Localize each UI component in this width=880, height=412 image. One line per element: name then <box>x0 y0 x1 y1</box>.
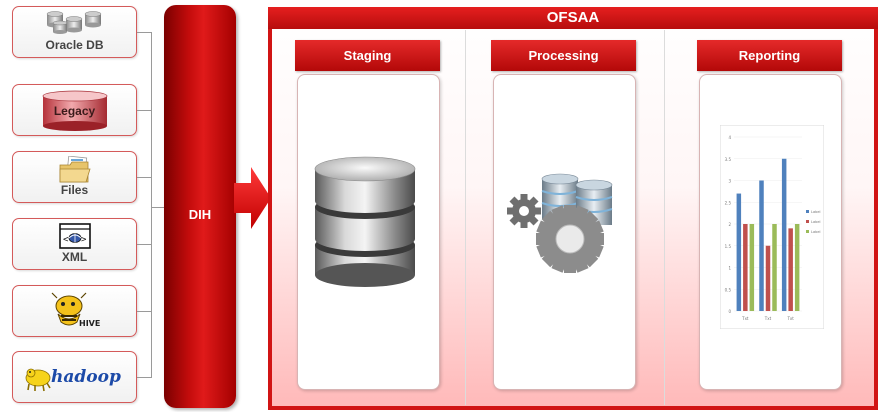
chart-y-tick: 1.5 <box>725 244 732 249</box>
hive-logo: HIVE <box>43 292 107 337</box>
source-label: Legacy <box>53 104 96 118</box>
source-hadoop: hadoop <box>12 351 137 403</box>
chart-bar <box>788 228 793 311</box>
connector-line <box>137 244 151 245</box>
flow-arrow <box>234 167 271 229</box>
source-legacy: Legacy <box>12 84 137 136</box>
hadoop-logo-text: hadoop <box>51 367 121 387</box>
xml-document-icon: < > <box>58 223 92 256</box>
reporting-header: Reporting <box>697 40 842 71</box>
connector-trunk <box>151 32 152 378</box>
chart-legend-swatch <box>806 220 809 223</box>
chart-y-tick: 2 <box>728 222 731 227</box>
svg-text:<: < <box>63 235 69 245</box>
chart-bar <box>772 224 777 311</box>
chart-y-tick: 0 <box>728 309 731 314</box>
source-label: XML <box>61 250 88 264</box>
staging-header: Staging <box>295 40 440 71</box>
chart-legend-label: Label <box>811 220 820 224</box>
column-divider <box>664 30 665 405</box>
connector-line <box>137 110 151 111</box>
chart-x-label: Txt <box>741 316 749 321</box>
database-stack-icon <box>314 156 416 287</box>
connector-line <box>137 311 151 312</box>
staging-card <box>297 74 440 390</box>
chart-y-tick: 4 <box>728 135 731 140</box>
chart-bar <box>781 158 787 311</box>
chart-y-tick: 3.5 <box>725 157 732 162</box>
source-label: Oracle DB <box>45 38 104 52</box>
connector-line <box>137 32 151 33</box>
source-label: Files <box>60 183 89 197</box>
chart-x-label: Txt <box>786 316 794 321</box>
chart-legend-swatch <box>806 230 809 233</box>
processing-header: Processing <box>491 40 636 71</box>
chart-legend-swatch <box>806 210 809 213</box>
svg-text:>: > <box>81 235 87 245</box>
chart-bar <box>765 245 771 311</box>
source-files: Files <box>12 151 137 203</box>
chart-bar <box>759 180 764 311</box>
chart-bar <box>743 224 748 311</box>
source-xml: < > XML <box>12 218 137 270</box>
connector-line <box>137 377 151 378</box>
legacy-cylinder-icon <box>40 90 110 137</box>
chart-x-label: Txt <box>764 316 772 321</box>
chart-bar <box>794 224 800 311</box>
chart-legend-label: Label <box>811 210 820 214</box>
hadoop-logo: hadoop <box>23 362 127 399</box>
connector-to-dih <box>151 207 165 208</box>
processing-card <box>493 74 636 390</box>
source-hive: HIVE <box>12 285 137 337</box>
column-divider <box>465 30 466 405</box>
database-cluster-icon <box>45 11 105 42</box>
chart-bar <box>736 193 742 311</box>
chart-y-tick: 1 <box>728 266 731 271</box>
chart-bar <box>749 224 755 311</box>
chart-y-tick: 3 <box>728 179 731 184</box>
chart-frame <box>720 125 824 329</box>
ofsaa-title: OFSAA <box>268 7 878 29</box>
chart-y-tick: 0.5 <box>725 287 732 292</box>
chart-y-tick: 2.5 <box>725 200 732 205</box>
dih-column: DIH <box>164 5 236 408</box>
hive-logo-text: HIVE <box>79 319 100 328</box>
source-oracle-db: Oracle DB <box>12 6 137 58</box>
connector-line <box>137 177 151 178</box>
chart-legend-label: Label <box>811 230 820 234</box>
folder-icon <box>58 155 92 189</box>
gears-database-icon <box>507 173 613 273</box>
dih-label: DIH <box>188 207 212 222</box>
